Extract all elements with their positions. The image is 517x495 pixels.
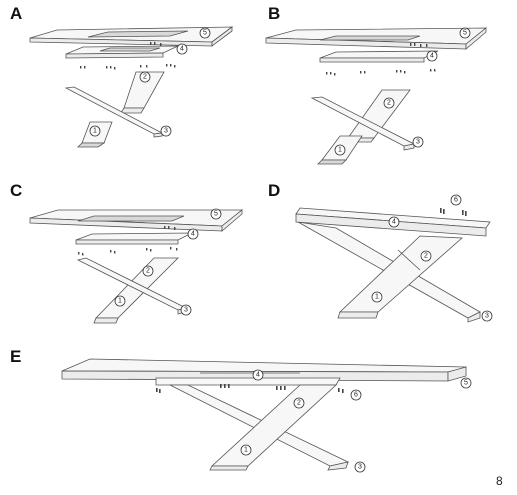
- callout-a-2: 2: [143, 74, 147, 81]
- screws: [78, 226, 178, 256]
- tabletop-recess: [87, 30, 189, 38]
- step-e-illustration: 4 5 6 2 1 3: [61, 358, 472, 473]
- screws: [326, 43, 436, 76]
- callout-a-3: 3: [164, 128, 168, 135]
- screws: [440, 208, 467, 216]
- callout-b-4: 4: [430, 53, 434, 60]
- cross-beam: [75, 232, 193, 241]
- step-label-d: D: [268, 181, 281, 200]
- callout-e-5: 5: [464, 380, 468, 387]
- callout-e-3: 3: [358, 464, 362, 471]
- screws: [156, 384, 344, 393]
- callout-c-2: 2: [146, 268, 150, 275]
- callout-c-3: 3: [184, 307, 188, 314]
- callout-e-1: 1: [244, 447, 248, 454]
- callout-d-4: 4: [392, 219, 396, 226]
- cross-beam: [319, 50, 439, 59]
- callout-c-5: 5: [214, 211, 218, 218]
- tabletop: [61, 358, 467, 373]
- callout-d-2: 2: [424, 253, 428, 260]
- callout-b-2: 2: [387, 100, 391, 107]
- step-label-b: B: [268, 4, 281, 23]
- tabletop-recess: [77, 215, 185, 222]
- callout-d-6: 6: [454, 197, 458, 204]
- callout-d-1: 1: [375, 294, 379, 301]
- callout-c-1: 1: [118, 298, 122, 305]
- callout-a-1: 1: [93, 128, 97, 135]
- callout-a-5: 5: [203, 30, 207, 37]
- screws: [80, 42, 176, 70]
- step-b-illustration: 5 4 2 1 3: [265, 27, 488, 165]
- cross-beam: [155, 377, 341, 386]
- step-a-illustration: 5 4 2 1 3: [29, 26, 234, 148]
- step-c-illustration: 5 4 2 1 3: [29, 208, 244, 324]
- step-d-illustration: 6 4 2 1 3: [295, 194, 493, 323]
- step-label-a: A: [10, 4, 23, 23]
- page-number: 8: [496, 474, 503, 488]
- step-label-c: C: [10, 181, 23, 200]
- step-label-e: E: [10, 347, 22, 366]
- callout-b-1: 1: [338, 147, 342, 154]
- callout-e-2: 2: [297, 400, 301, 407]
- callout-e-4: 4: [256, 372, 260, 379]
- callout-a-4: 4: [180, 46, 184, 53]
- callout-b-5: 5: [463, 30, 467, 37]
- callout-b-3: 3: [416, 139, 420, 146]
- callout-d-3: 3: [485, 313, 489, 320]
- callout-c-4: 4: [191, 231, 195, 238]
- callout-e-6: 6: [354, 392, 358, 399]
- tabletop-recess: [319, 35, 421, 41]
